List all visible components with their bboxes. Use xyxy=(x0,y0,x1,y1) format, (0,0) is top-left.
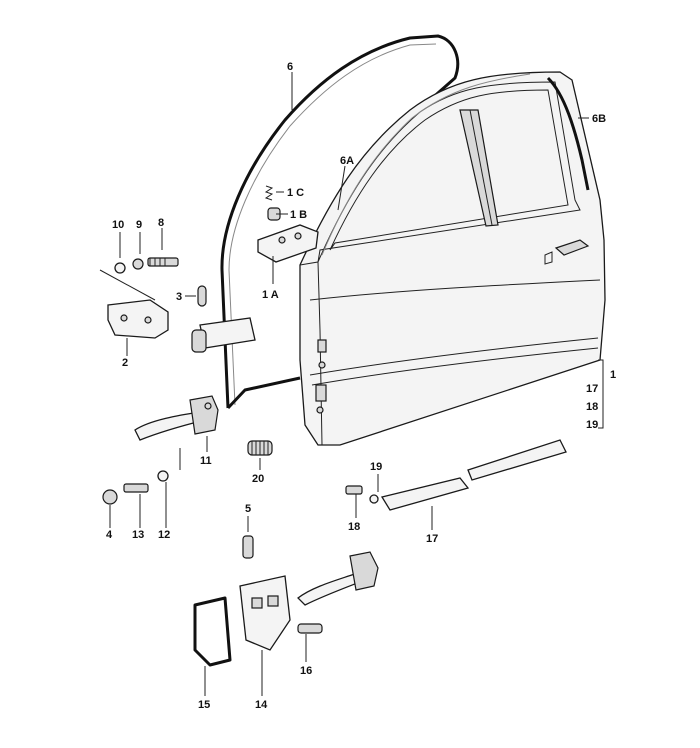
label-15: 15 xyxy=(198,699,210,711)
label-2: 2 xyxy=(122,357,128,369)
screw-18 xyxy=(345,485,363,495)
label-6b: 6B xyxy=(592,113,606,125)
label-5: 5 xyxy=(245,503,251,515)
window-seal-6a xyxy=(321,73,531,256)
label-20: 20 xyxy=(252,473,264,485)
label-1c: 1 C xyxy=(287,187,304,199)
label-17-lower: 17 xyxy=(426,533,438,545)
label-13: 13 xyxy=(132,529,144,541)
label-1a: 1 A xyxy=(262,289,279,301)
part-labels: 6 6A 6B 1 C 1 B 1 A 10 9 8 3 2 11 20 4 1… xyxy=(106,61,616,711)
label-14: 14 xyxy=(255,699,268,711)
guide-rod-17 xyxy=(380,439,567,511)
label-18-upper: 18 xyxy=(586,401,598,413)
label-16: 16 xyxy=(300,665,312,677)
label-1: 1 xyxy=(610,369,616,381)
spring-1c xyxy=(264,185,274,201)
washer-19 xyxy=(369,494,379,504)
label-19-lower: 19 xyxy=(370,461,382,473)
cap-4 xyxy=(102,489,118,505)
label-6: 6 xyxy=(287,61,293,73)
label-9: 9 xyxy=(136,219,142,231)
label-8: 8 xyxy=(158,217,164,229)
bolt-8 xyxy=(147,257,179,267)
label-6a: 6A xyxy=(340,155,354,167)
nut-10 xyxy=(114,262,126,274)
seal-strip-6b xyxy=(546,76,590,191)
spring-20 xyxy=(247,440,273,456)
washer-9 xyxy=(132,258,144,270)
bracket-14 xyxy=(239,575,291,651)
bolt-13 xyxy=(123,483,149,493)
check-arm xyxy=(297,551,379,606)
label-10: 10 xyxy=(112,219,124,231)
label-18-lower: 18 xyxy=(348,521,360,533)
bolt-16 xyxy=(297,623,323,634)
hinge-pin-block xyxy=(191,317,256,353)
label-19-upper: 19 xyxy=(586,419,598,431)
screw-5 xyxy=(242,535,254,559)
bracket-1a xyxy=(257,224,319,263)
label-12: 12 xyxy=(158,529,170,541)
gasket-15 xyxy=(193,596,232,667)
door-shell xyxy=(299,71,606,446)
washer-12 xyxy=(157,470,169,482)
door-seal-6 xyxy=(220,34,460,410)
label-1b: 1 B xyxy=(290,209,307,221)
door-check-11 xyxy=(134,395,219,441)
leader-lines xyxy=(109,72,604,696)
label-4: 4 xyxy=(106,529,113,541)
label-17-upper: 17 xyxy=(586,383,598,395)
upper-hinge-2 xyxy=(99,269,169,339)
label-3: 3 xyxy=(176,291,182,303)
label-11: 11 xyxy=(200,455,212,467)
pin-3 xyxy=(197,285,207,307)
